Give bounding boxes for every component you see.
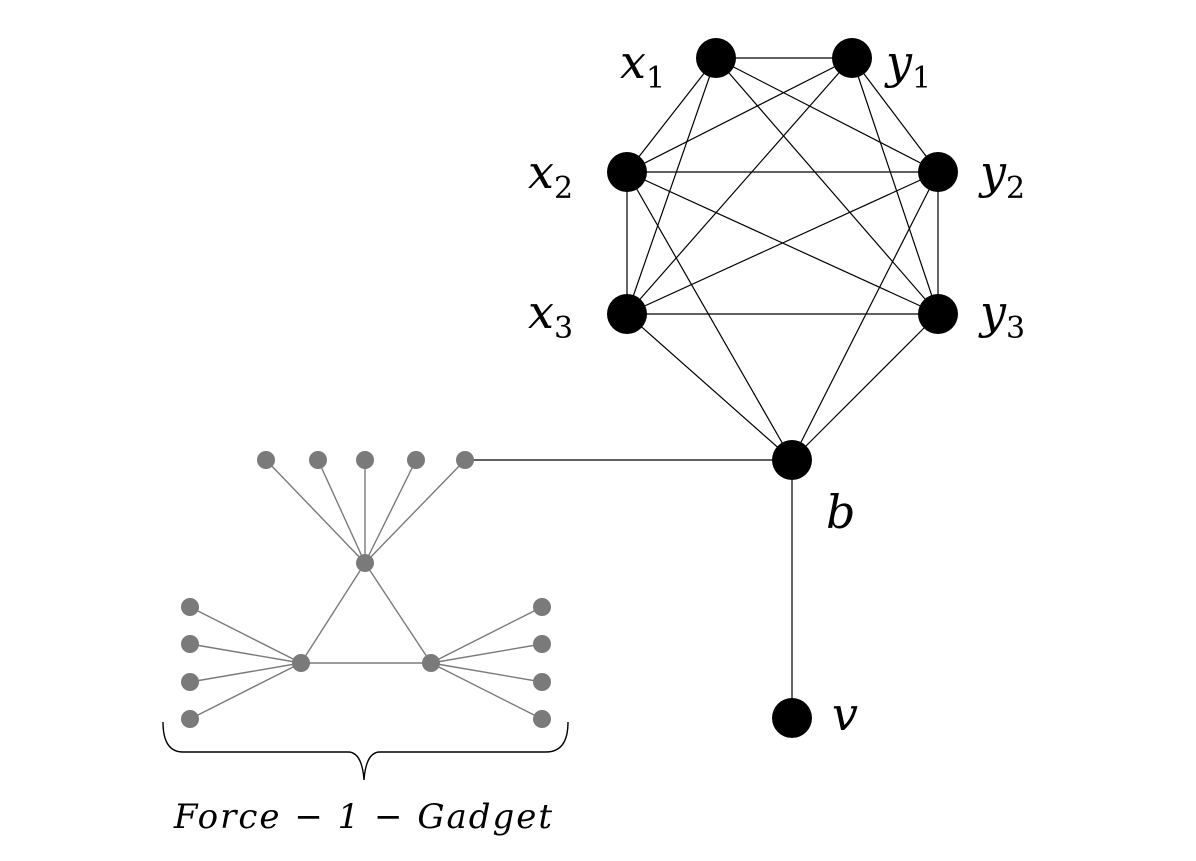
gadget-nodes xyxy=(181,451,551,728)
gadget-edge-g_l4-g_hub_left xyxy=(189,662,302,720)
node-v xyxy=(772,698,812,738)
gadget-node-r1 xyxy=(533,598,551,616)
edge-x1-x3 xyxy=(626,57,717,315)
gadget-node-hub-left xyxy=(292,654,310,672)
gadget-caption: Force − 1 − Gadget xyxy=(173,797,554,837)
gadget-node-top3 xyxy=(356,451,374,469)
node-b xyxy=(772,440,812,480)
gadget-edge-g_l2-g_hub_left xyxy=(189,643,302,664)
gadget-node-hub-right xyxy=(422,654,440,672)
gadget-node-l3 xyxy=(181,673,199,691)
node-x1 xyxy=(696,38,736,78)
label-y1: y1 xyxy=(884,35,931,96)
node-y1 xyxy=(832,38,872,78)
edge-x1-y2 xyxy=(715,57,939,173)
gadget-node-r4 xyxy=(533,710,551,728)
edge-y1-y2 xyxy=(851,57,939,173)
node-x2 xyxy=(607,152,647,192)
edge-y1-y3 xyxy=(851,57,939,315)
gadget-edge-g_hub_top-g_hub_right xyxy=(364,562,432,664)
gadget-node-r2 xyxy=(533,635,551,653)
edge-y1-x2 xyxy=(626,57,853,173)
node-y2 xyxy=(918,152,958,192)
gadget-edge-g_l1-g_hub_left xyxy=(189,606,302,664)
gadget-edge-g_r4-g_hub_right xyxy=(430,662,543,720)
gadget-edges xyxy=(189,459,543,720)
gadget-node-hub-top xyxy=(356,554,374,572)
gadget-node-l4 xyxy=(181,710,199,728)
main-graph-nodes xyxy=(607,38,958,738)
gadget-node-top2 xyxy=(309,451,327,469)
label-v: v xyxy=(832,687,858,741)
edge-y1-x3 xyxy=(626,57,853,315)
edge-y3-b xyxy=(791,313,939,461)
node-y3 xyxy=(918,294,958,334)
edge-x1-x2 xyxy=(626,57,717,173)
gadget-node-top1 xyxy=(257,451,275,469)
gadget-node-r3 xyxy=(533,673,551,691)
edge-y2-x3 xyxy=(626,171,939,315)
gadget-brace xyxy=(162,721,569,781)
gadget-edge-g_top4-g_hub_top xyxy=(364,459,417,564)
gadget-edge-g_r3-g_hub_right xyxy=(430,662,543,683)
gadget-node-l2 xyxy=(181,635,199,653)
gadget-edge-g_top2-g_hub_top xyxy=(317,459,366,564)
edge-x3-b xyxy=(626,313,793,461)
node-x3 xyxy=(607,294,647,334)
main-graph-edges xyxy=(465,57,939,718)
label-y3: y3 xyxy=(978,285,1025,346)
gadget-node-top4 xyxy=(407,451,425,469)
gadget-node-l1 xyxy=(181,598,199,616)
label-x2: x2 xyxy=(528,145,573,206)
gadget-edge-g_l3-g_hub_left xyxy=(189,662,302,683)
gadget-node-top5 xyxy=(456,451,474,469)
gadget-edge-g_top1-g_hub_top xyxy=(265,459,366,564)
gadget-edge-g_top5-g_hub_top xyxy=(364,459,466,564)
label-x3: x3 xyxy=(528,285,573,346)
gadget-edge-g_r1-g_hub_right xyxy=(430,606,543,664)
gadget-edge-g_r2-g_hub_right xyxy=(430,643,543,664)
label-y2: y2 xyxy=(978,145,1025,206)
edge-x1-y3 xyxy=(715,57,939,315)
edge-x2-b xyxy=(626,171,793,461)
label-x1: x1 xyxy=(620,35,665,96)
gadget-edge-g_hub_top-g_hub_left xyxy=(300,562,366,664)
edge-y2-b xyxy=(791,171,939,461)
label-b: b xyxy=(826,485,855,539)
